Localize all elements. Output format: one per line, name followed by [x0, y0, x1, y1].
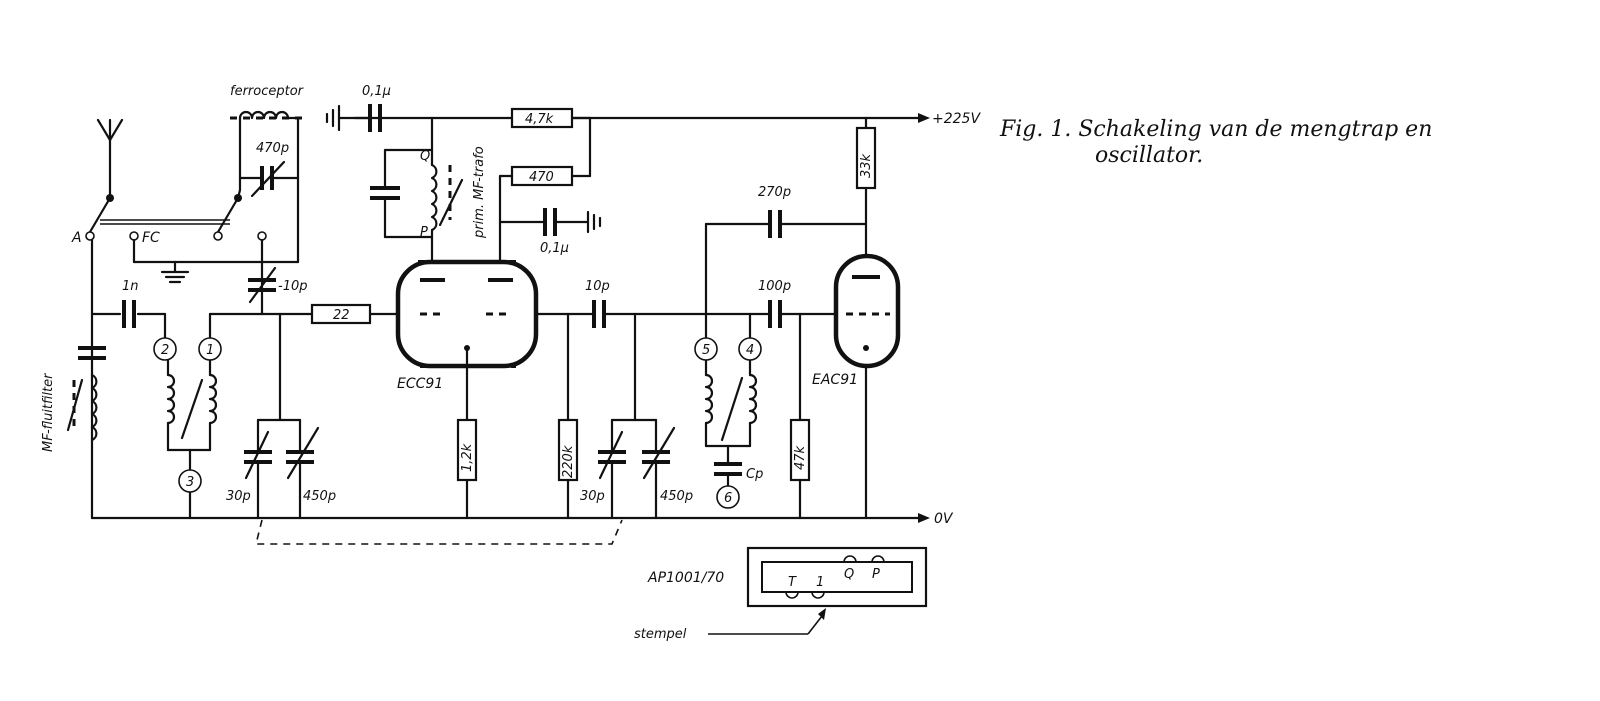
decoupling-capacitor-top: [325, 104, 382, 132]
antenna-icon: [85, 118, 124, 241]
res-470-label: 470: [529, 170, 554, 185]
cap-450p-left-label: 450p: [303, 489, 336, 504]
pin-p-label: P: [872, 567, 880, 582]
node-2: [153, 337, 177, 361]
trafo-label: prim. MF-trafo: [472, 146, 487, 239]
node-1-label: 1: [206, 343, 214, 358]
caption-line-2: oscillator.: [1095, 143, 1204, 168]
node-2-label: 2: [161, 343, 169, 358]
pin-t-label: T: [788, 575, 797, 590]
ground-label: 0V: [934, 511, 954, 527]
node-1: [198, 337, 222, 361]
node-6-label: 6: [724, 491, 732, 506]
cap-1n-label: 1n: [122, 279, 139, 294]
node-3-label: 3: [186, 475, 194, 490]
node-6: [716, 485, 740, 509]
cap-30p-right-label: 30p: [580, 489, 605, 504]
decoupling-capacitor-screen: [498, 208, 602, 236]
node-4-label: 4: [746, 343, 754, 358]
caption-line-1: Fig. 1. Schakeling van de mengtrap en: [1000, 117, 1433, 142]
figure-caption: Fig. 1. Schakeling van de mengtrap en os…: [1000, 117, 1432, 169]
trafo-p-label: P: [420, 225, 428, 240]
node-4: [738, 337, 762, 361]
stempel-pointer: [708, 608, 826, 635]
switch-a-label: A: [71, 230, 82, 246]
ap-label: AP1001/70: [647, 570, 724, 586]
cap-470p-label: 470p: [256, 141, 289, 156]
ferroceptor-coil: [230, 110, 305, 264]
node-5-label: 5: [702, 343, 710, 358]
switch-2: [213, 194, 267, 316]
cap-30p-left-label: 30p: [226, 489, 251, 504]
mf-transformer: [370, 116, 464, 282]
coil-unit-ap1001: [746, 546, 928, 608]
cap-10p-label: 10p: [585, 279, 610, 294]
cap-01-label: 0,1µ: [540, 241, 569, 256]
trimmer-10p-label: -10p: [278, 279, 308, 294]
res-47k-label: 47k: [793, 445, 808, 470]
res-12k-label: 1,2k: [460, 443, 475, 472]
pin-q-label: Q: [844, 567, 854, 582]
mf-filter-label: MF-fluitfilter: [41, 372, 56, 452]
ferroceptor-label: ferroceptor: [230, 84, 305, 99]
resistor-22: [310, 303, 372, 325]
res-220k-label: 220k: [561, 445, 576, 478]
trimmer-10p: [248, 266, 277, 304]
res-33k-label: 33k: [859, 153, 874, 178]
mf-filter: [66, 346, 106, 442]
eac91-label: EAC91: [812, 372, 858, 388]
cap-100p-label: 100p: [758, 279, 791, 294]
cap-270p-label: 270p: [758, 185, 791, 200]
node-5: [694, 337, 718, 361]
supply-rail-225v: [353, 113, 930, 123]
res-4-7k-label: 4,7k: [525, 112, 554, 127]
cap-top-label: 0,1µ: [362, 84, 391, 99]
tuning-capacitors-right: [598, 312, 676, 520]
node-3: [178, 469, 202, 493]
fc-label: FC: [142, 230, 160, 246]
switch-linkage: [100, 219, 230, 225]
res-22-label: 22: [333, 308, 350, 323]
oscillator-coil-right: [704, 312, 758, 488]
tube-eac91: [833, 253, 901, 520]
oscillator-coil-left: [163, 312, 218, 520]
gang-linkage: [254, 519, 623, 545]
supply-label: +225V: [932, 111, 981, 127]
tuning-capacitors-left: [244, 312, 320, 520]
stempel-label: stempel: [634, 627, 687, 642]
ecc91-label: ECC91: [397, 376, 443, 392]
pin-1-label: 1: [816, 575, 824, 590]
cp-label: Cp: [746, 467, 763, 482]
ground-rail-0v: [90, 513, 930, 523]
fc-terminal: [129, 231, 300, 284]
trafo-q-label: Q: [420, 149, 430, 164]
tube-ecc91: [395, 259, 539, 422]
cap-450p-right-label: 450p: [660, 489, 693, 504]
